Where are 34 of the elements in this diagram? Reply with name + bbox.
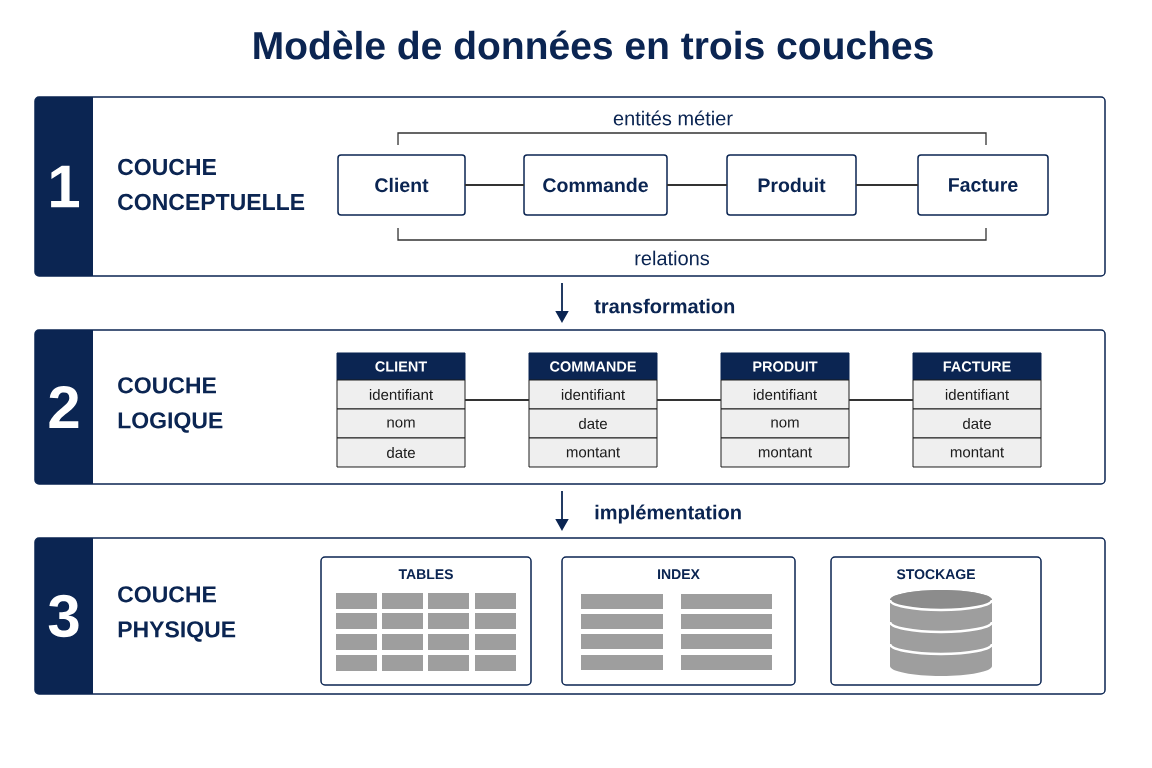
component-box: TABLES	[320, 556, 532, 686]
entity-box: Facture	[917, 154, 1049, 216]
layer-title: COUCHE PHYSIQUE	[118, 586, 236, 642]
table-cell: identifiant	[528, 379, 658, 410]
table-cell: nom	[720, 408, 850, 439]
layer-title: COUCHE LOGIQUE	[118, 377, 223, 433]
table-header: PRODUIT	[720, 352, 850, 381]
bracket-label: relations	[635, 250, 710, 266]
table-header: FACTURE	[912, 352, 1042, 381]
table-cell: date	[912, 408, 1042, 439]
table-cell: montant	[720, 437, 850, 468]
table-cell: montant	[912, 437, 1042, 468]
table-cell: date	[528, 408, 658, 439]
entity-box: Client	[337, 154, 466, 216]
edge-label: transformation	[594, 298, 735, 314]
layer-title: COUCHE CONCEPTUELLE	[118, 158, 305, 211]
layer-number: 3	[35, 538, 93, 694]
table-header: COMMANDE	[528, 352, 658, 381]
title: Modèle de données en trois couches	[254, 30, 933, 60]
table-cell: identifiant	[912, 379, 1042, 410]
edge-label: implémentation	[595, 504, 741, 524]
component-box: STOCKAGE	[830, 556, 1042, 686]
bracket-label: entités métier	[613, 110, 733, 126]
table-cell: date	[336, 437, 466, 468]
entity-box: Produit	[726, 154, 857, 216]
component-box: INDEX	[561, 556, 796, 686]
layer-number: 2	[35, 330, 93, 484]
table-header: CLIENT	[336, 352, 466, 381]
table-cell: montant	[528, 437, 658, 468]
table-cell: nom	[336, 408, 466, 439]
layer-number: 1	[35, 97, 93, 276]
table-cell: identifiant	[336, 379, 466, 410]
entity-box: Commande	[523, 154, 668, 216]
table-cell: identifiant	[720, 379, 850, 410]
